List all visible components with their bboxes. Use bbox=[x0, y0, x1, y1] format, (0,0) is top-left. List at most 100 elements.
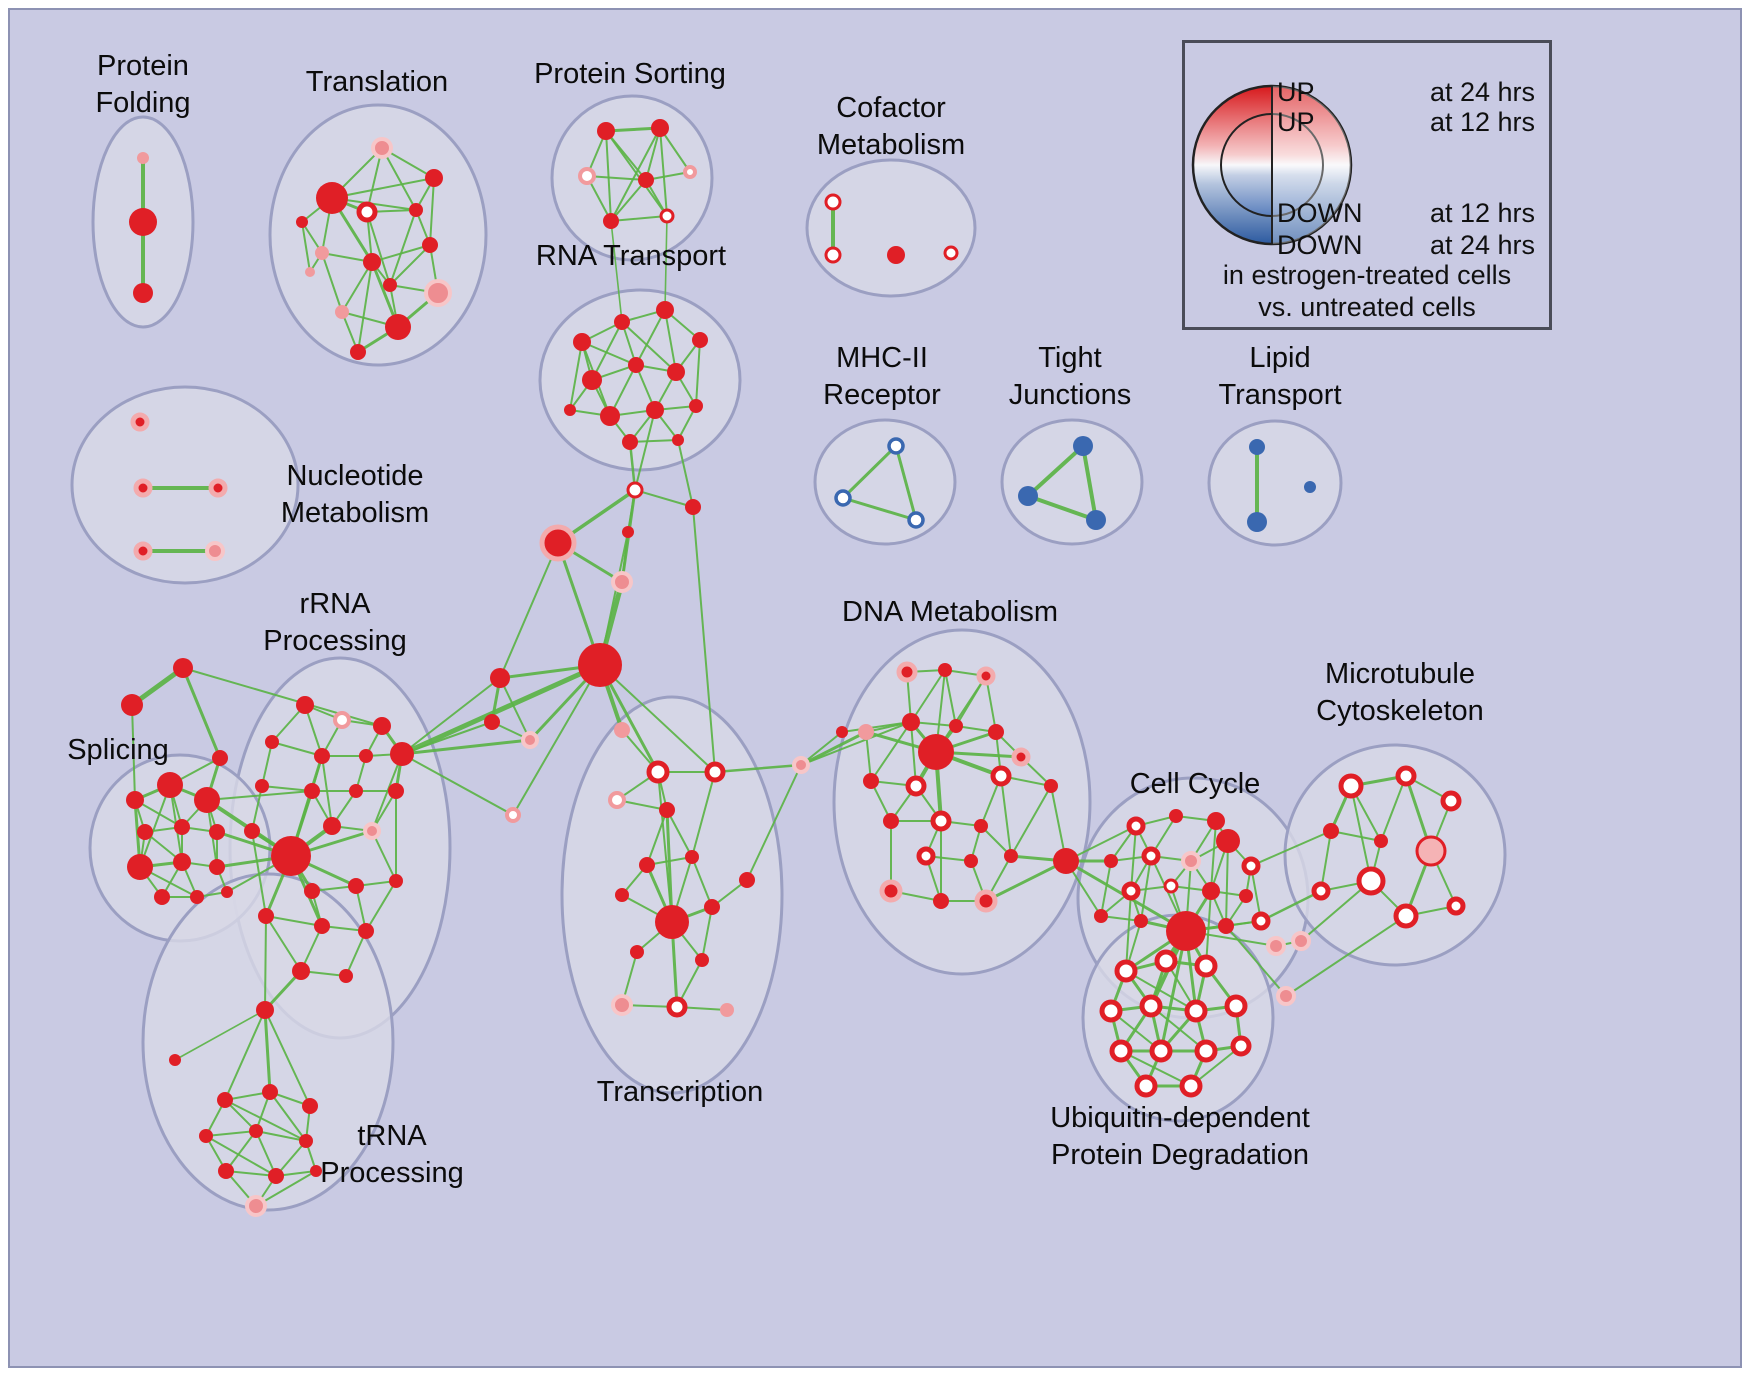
edge bbox=[980, 825, 1012, 857]
cluster-ellipses bbox=[70, 94, 1507, 1212]
cluster-ellipse-tight-junctions bbox=[1000, 418, 1144, 546]
node-red bbox=[573, 333, 591, 351]
node-red-halo bbox=[1011, 747, 1031, 767]
edge bbox=[1225, 840, 1229, 927]
node-pink-halo bbox=[1266, 936, 1286, 956]
node-ring-thin bbox=[824, 193, 842, 211]
node-blue bbox=[1073, 436, 1093, 456]
edge bbox=[865, 731, 872, 782]
node-pink-halo bbox=[611, 571, 633, 593]
node-ring bbox=[356, 201, 378, 223]
node-red bbox=[314, 748, 330, 764]
node-ring bbox=[1251, 911, 1271, 931]
node-red bbox=[296, 696, 314, 714]
node-ring bbox=[1141, 846, 1161, 866]
node-blue bbox=[1247, 512, 1267, 532]
node-red bbox=[425, 169, 443, 187]
edge bbox=[205, 1135, 277, 1177]
edge bbox=[224, 1009, 266, 1101]
node-red bbox=[1323, 823, 1339, 839]
edge bbox=[599, 664, 716, 773]
node-red bbox=[630, 945, 644, 959]
edge bbox=[181, 666, 222, 760]
node-red bbox=[190, 890, 204, 904]
edge bbox=[604, 126, 662, 133]
edge bbox=[269, 1091, 307, 1142]
edge bbox=[1205, 890, 1212, 967]
edge bbox=[1350, 785, 1372, 882]
node-red bbox=[383, 278, 397, 292]
node-red bbox=[304, 883, 320, 899]
node-red bbox=[296, 216, 308, 228]
nodes bbox=[121, 119, 1466, 1217]
node-ring bbox=[1099, 999, 1123, 1023]
node-red bbox=[209, 859, 225, 875]
node-red bbox=[174, 819, 190, 835]
edge bbox=[1210, 820, 1217, 892]
node-pink-halo bbox=[1291, 931, 1311, 951]
edge bbox=[634, 489, 694, 508]
cluster-ellipse-mhc-ii-receptor bbox=[813, 418, 957, 546]
node-red bbox=[836, 726, 848, 738]
node-red bbox=[209, 824, 225, 840]
node-red bbox=[137, 824, 153, 840]
node-red bbox=[600, 406, 620, 426]
node-red bbox=[218, 1163, 234, 1179]
node-ring bbox=[916, 846, 936, 866]
edge bbox=[1026, 444, 1085, 498]
node-ring bbox=[646, 760, 670, 784]
node-red bbox=[244, 823, 260, 839]
node-red bbox=[255, 779, 269, 793]
node-red bbox=[221, 886, 233, 898]
edge bbox=[1120, 1050, 1192, 1087]
node-pink-halo bbox=[363, 822, 381, 840]
node-red bbox=[265, 735, 279, 749]
node-ring-thin bbox=[943, 245, 959, 261]
node-pink bbox=[335, 305, 349, 319]
node-red bbox=[974, 819, 988, 833]
node-red bbox=[154, 889, 170, 905]
node-red bbox=[949, 719, 963, 733]
node-red bbox=[1169, 809, 1183, 823]
node-red bbox=[350, 344, 366, 360]
edge bbox=[610, 127, 661, 222]
node-pink bbox=[858, 724, 874, 740]
node-red-halo bbox=[974, 889, 998, 913]
node-ring bbox=[1149, 1039, 1173, 1063]
edge bbox=[371, 753, 403, 832]
edge bbox=[134, 799, 183, 828]
node-red bbox=[1053, 848, 1079, 874]
node-red bbox=[1239, 889, 1253, 903]
edge bbox=[1250, 830, 1332, 867]
edge bbox=[910, 721, 917, 787]
edge bbox=[610, 179, 647, 222]
edge bbox=[366, 211, 391, 286]
edge bbox=[1081, 444, 1098, 522]
cluster-ellipse-cofactor-metabolism bbox=[805, 158, 977, 298]
cluster-ellipse-nucleotide-metabolism bbox=[70, 385, 300, 585]
edge bbox=[371, 830, 397, 882]
node-ring bbox=[1311, 881, 1331, 901]
edge bbox=[251, 830, 267, 917]
edge bbox=[400, 738, 532, 756]
edge bbox=[429, 177, 435, 246]
edge bbox=[255, 1170, 317, 1207]
edge bbox=[659, 127, 668, 217]
edge bbox=[646, 809, 668, 866]
node-red bbox=[1094, 909, 1108, 923]
node-ring bbox=[1179, 1074, 1203, 1098]
edge bbox=[1000, 775, 1012, 857]
node-red bbox=[292, 962, 310, 980]
edge bbox=[357, 261, 373, 353]
node-ring bbox=[1393, 903, 1419, 929]
node-red bbox=[363, 253, 381, 271]
node-pink bbox=[614, 722, 630, 738]
node-ring bbox=[930, 810, 952, 832]
edge bbox=[225, 1170, 277, 1177]
node-red bbox=[1104, 854, 1118, 868]
node-red bbox=[655, 905, 689, 939]
node-red bbox=[173, 658, 193, 678]
edge bbox=[499, 542, 559, 679]
node-ring bbox=[1139, 994, 1163, 1018]
edge bbox=[264, 915, 267, 1011]
